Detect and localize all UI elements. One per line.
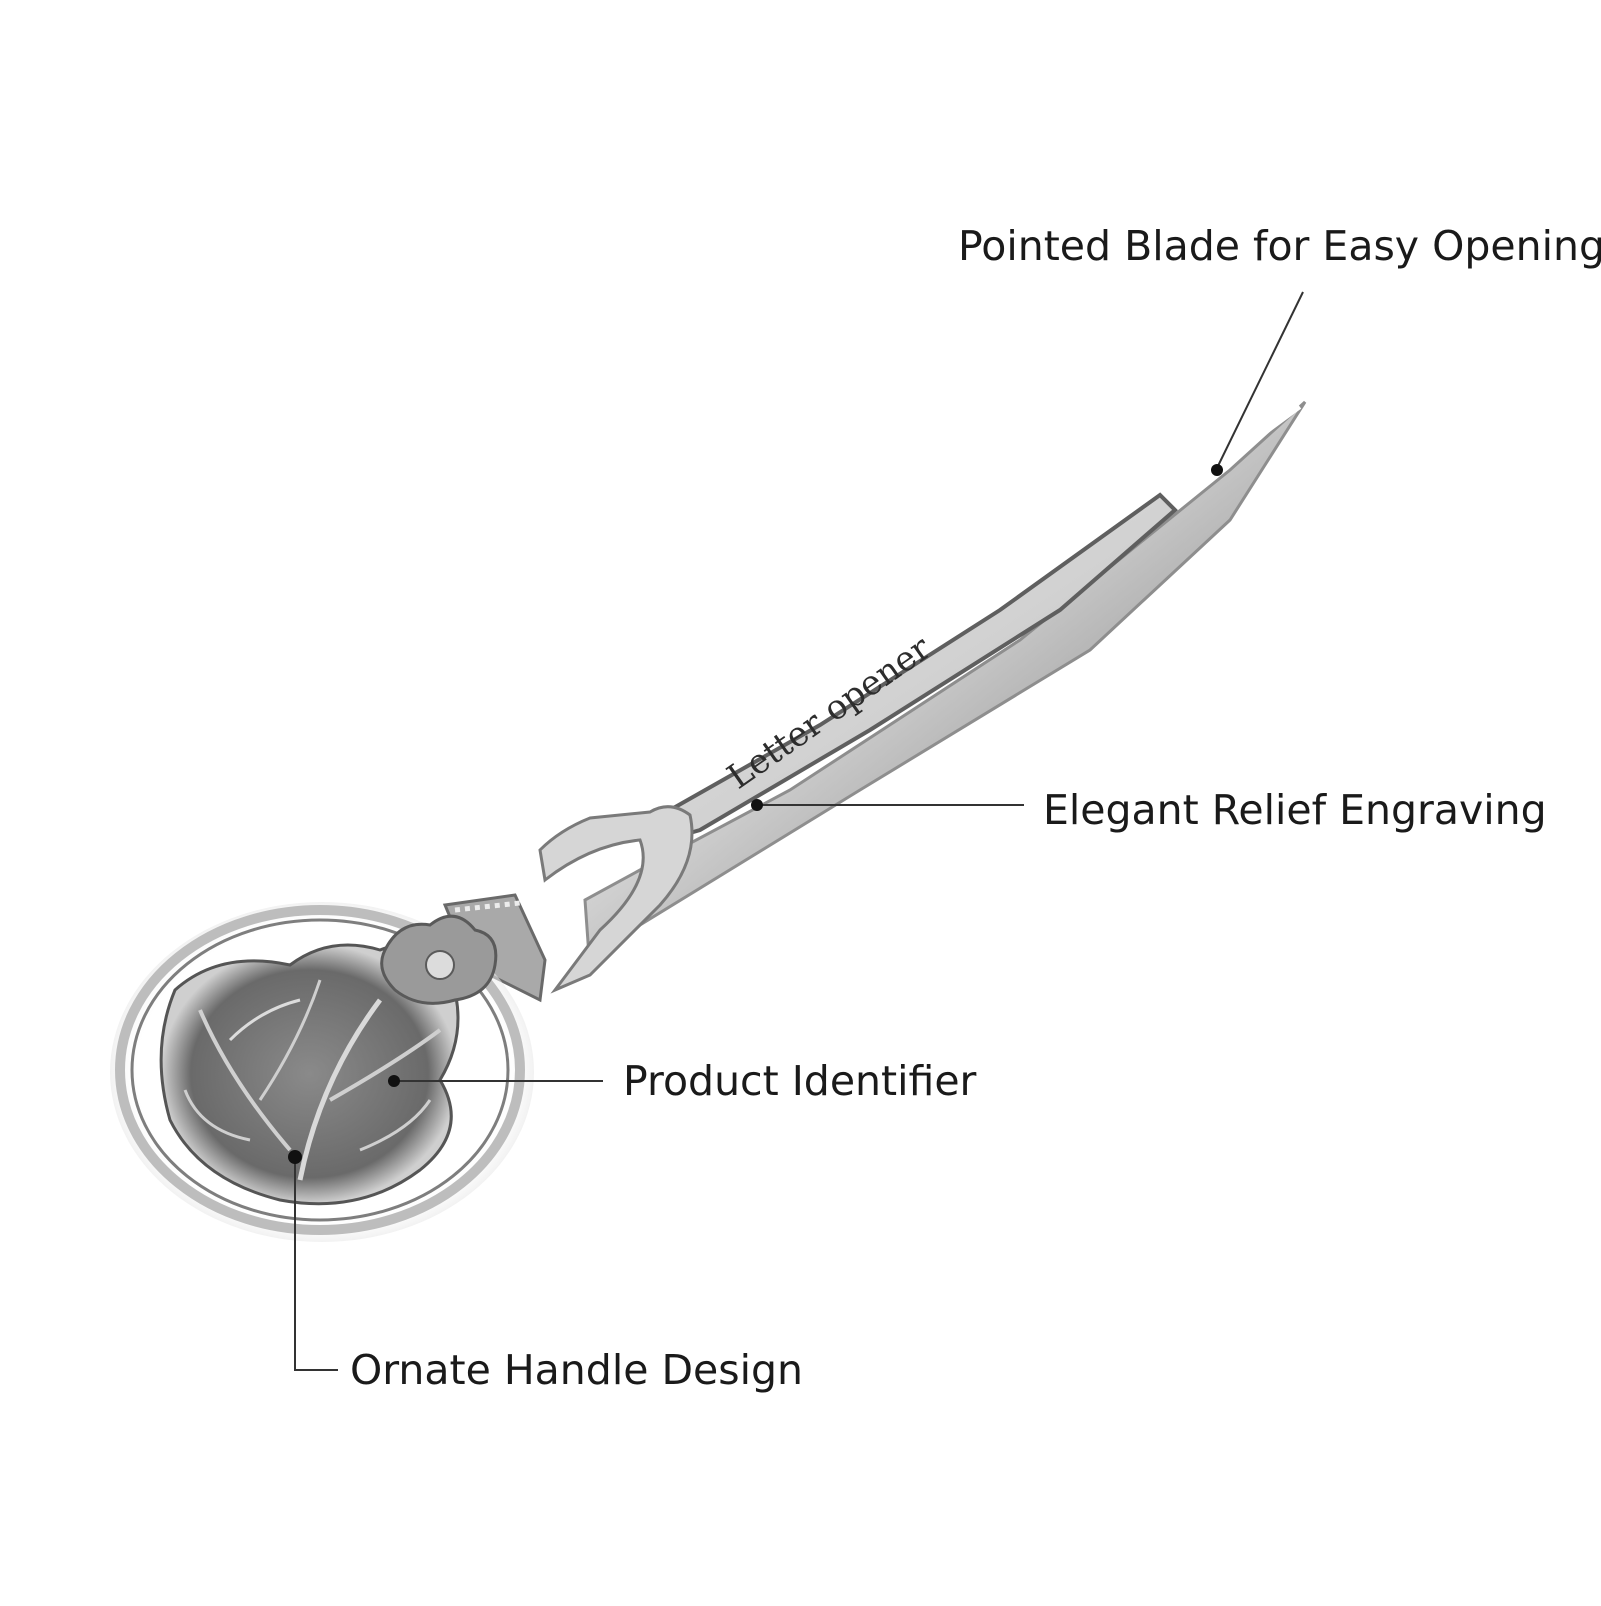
callout-label-identifier: Product Identifier	[623, 1057, 977, 1105]
callout-lines	[288, 291, 1304, 1371]
callout-label-engraving: Elegant Relief Engraving	[1043, 786, 1547, 834]
blade-dot	[1211, 464, 1223, 476]
blade: Letter opener	[583, 400, 1307, 974]
identifier-dot	[388, 1075, 400, 1087]
engraving-dot	[751, 799, 763, 811]
callout-label-handle: Ornate Handle Design	[350, 1346, 804, 1394]
callout-label-blade: Pointed Blade for Easy Opening	[958, 222, 1601, 270]
handle-dot	[288, 1150, 302, 1164]
ornate-handle	[110, 902, 534, 1242]
